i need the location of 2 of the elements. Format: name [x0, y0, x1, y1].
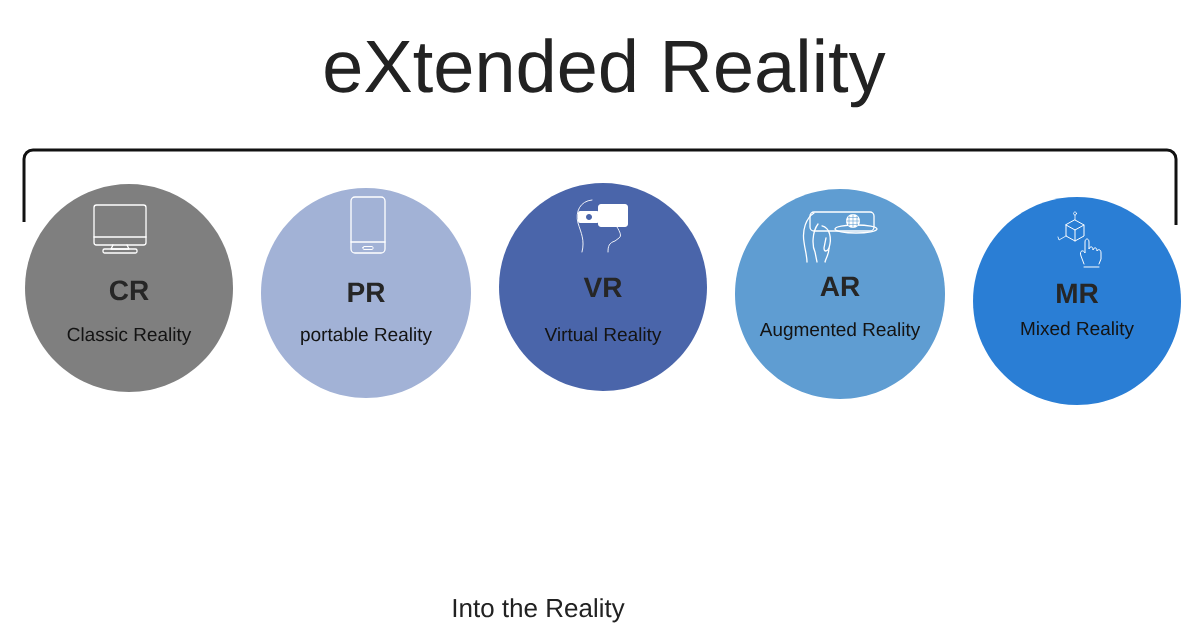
tagline: Into the Reality	[453, 598, 625, 623]
title: eXtended Reality	[325, 38, 886, 108]
